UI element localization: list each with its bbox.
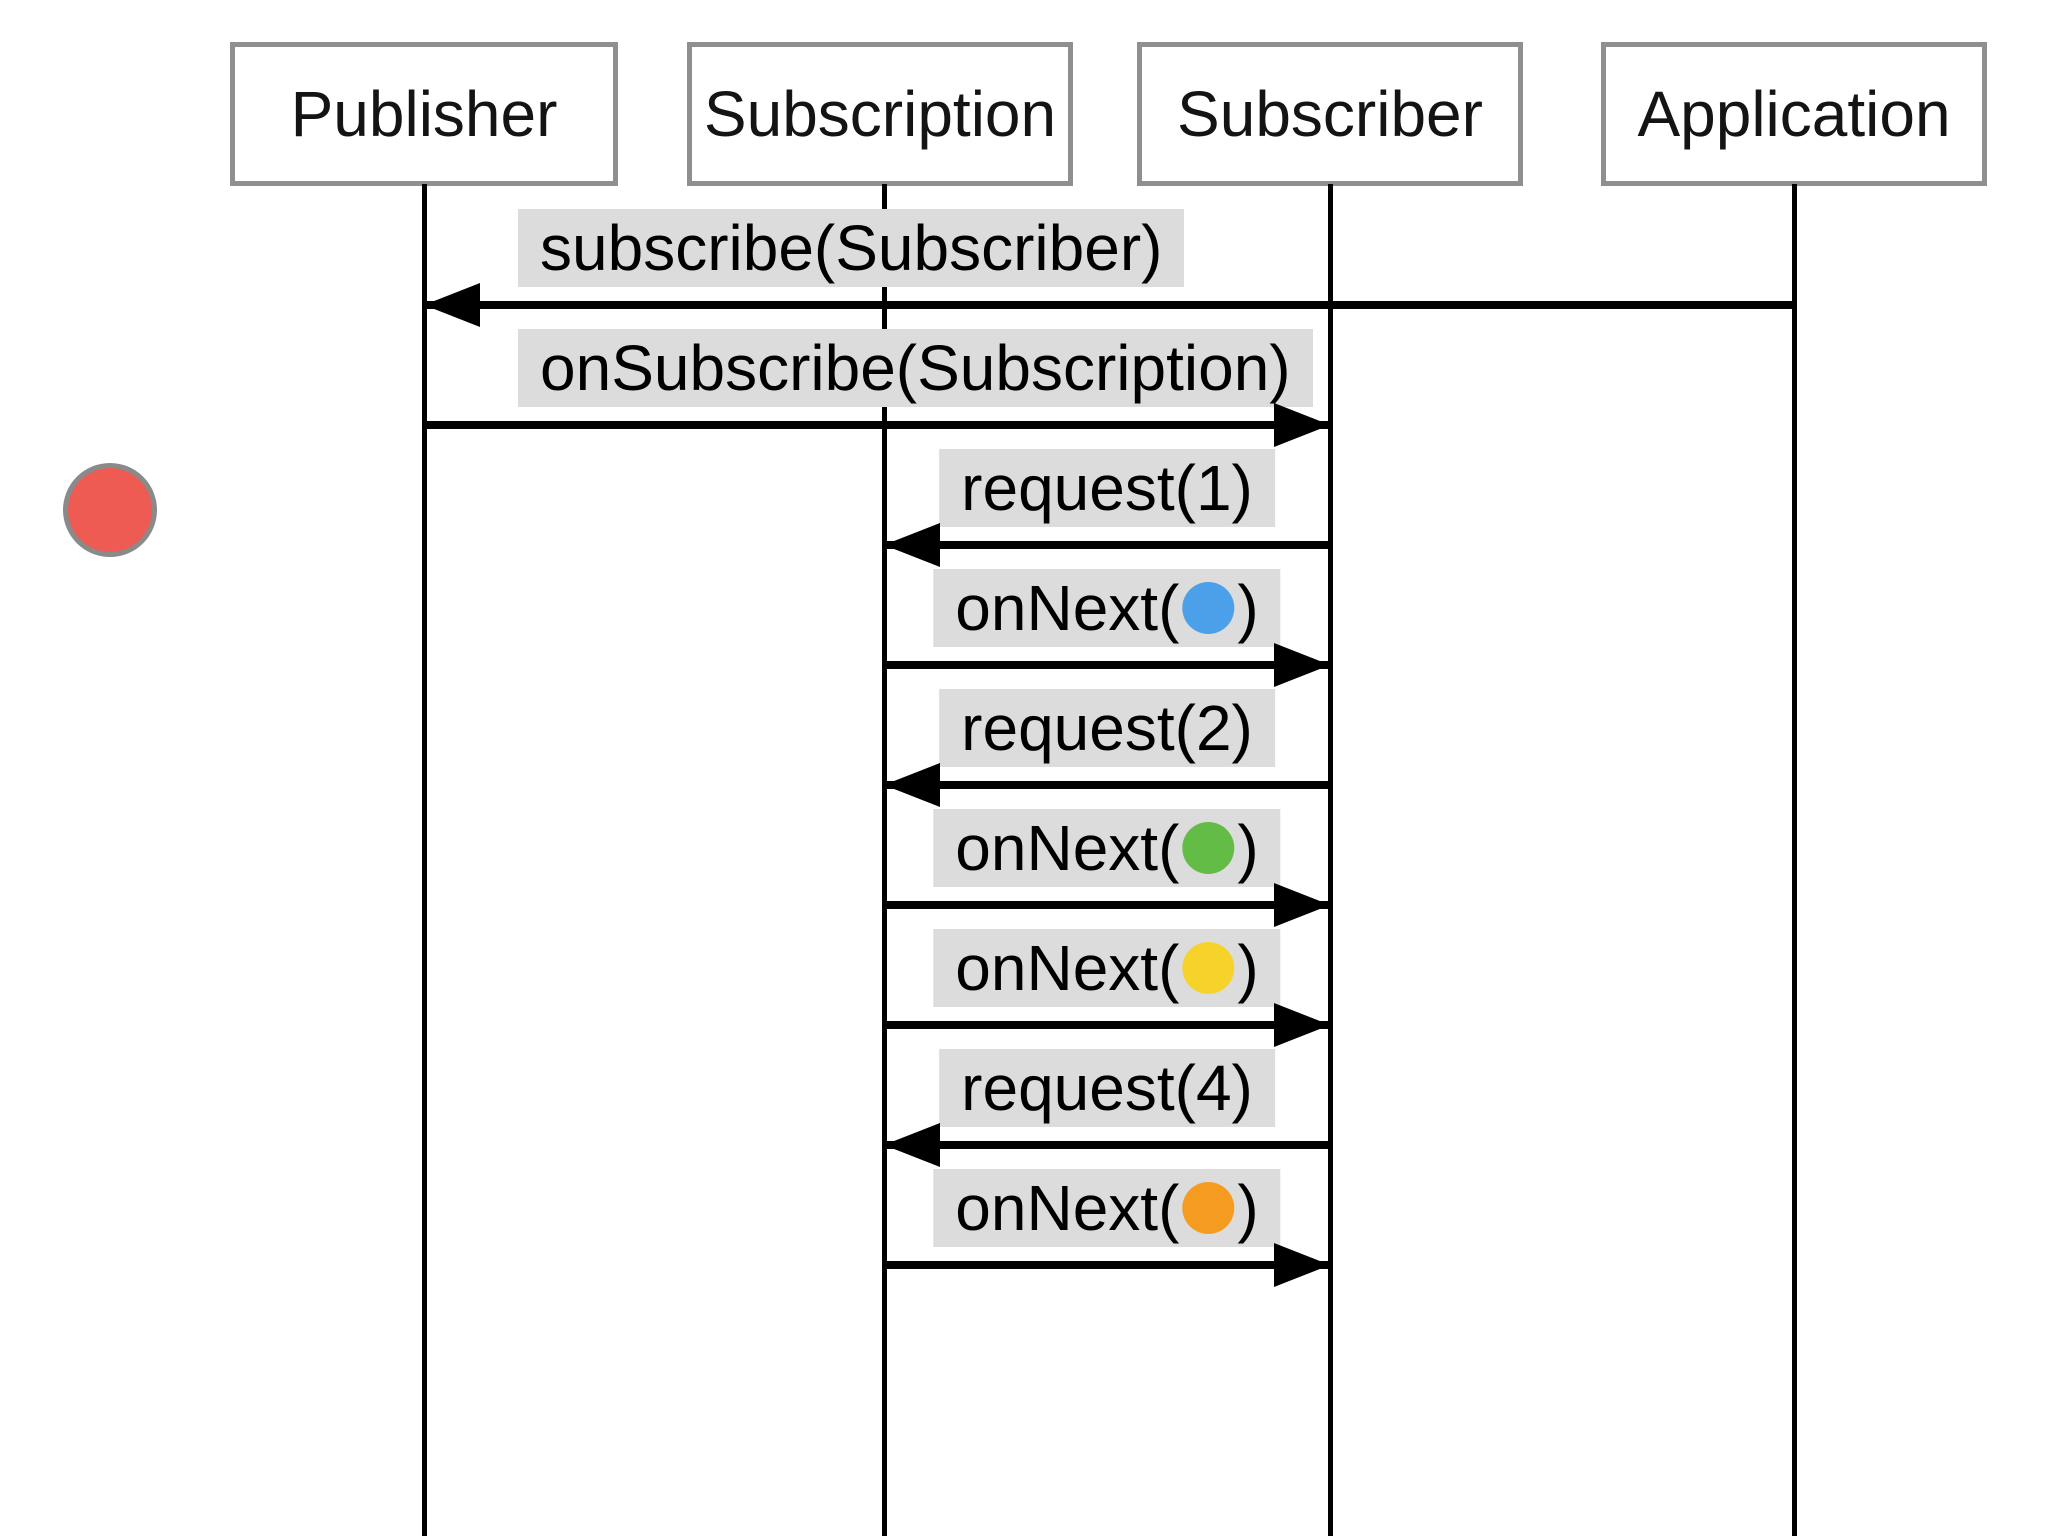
arrowhead-right-icon bbox=[1274, 883, 1330, 927]
message-label-request1: request(1) bbox=[939, 449, 1275, 527]
lifeline-publisher bbox=[422, 184, 427, 1536]
onnext-text: onNext( bbox=[955, 1172, 1180, 1244]
orange-item-dot-icon bbox=[1182, 1182, 1235, 1235]
arrow-request1 bbox=[884, 541, 1330, 549]
onnext-text: onNext( bbox=[955, 932, 1180, 1004]
message-label-subscribe: subscribe(Subscriber) bbox=[518, 209, 1185, 287]
green-item-dot-icon bbox=[1182, 822, 1235, 875]
arrowhead-right-icon bbox=[1274, 643, 1330, 687]
arrow-request2 bbox=[884, 781, 1330, 789]
arrow-subscribe bbox=[424, 301, 1794, 309]
red-item-marker bbox=[63, 463, 157, 557]
onnext-text: ) bbox=[1237, 932, 1259, 1004]
arrowhead-left-icon bbox=[884, 763, 940, 807]
message-label-onnext-green: onNext() bbox=[933, 809, 1281, 887]
arrowhead-left-icon bbox=[884, 1123, 940, 1167]
onnext-text: onNext( bbox=[955, 572, 1180, 644]
lifeline-subscriber bbox=[1328, 184, 1333, 1536]
yellow-item-dot-icon bbox=[1182, 942, 1235, 995]
arrowhead-right-icon bbox=[1274, 1003, 1330, 1047]
arrow-onnext-orange bbox=[884, 1261, 1330, 1269]
message-label-onnext-orange: onNext() bbox=[933, 1169, 1281, 1247]
arrowhead-right-icon bbox=[1274, 403, 1330, 447]
arrowhead-left-icon bbox=[424, 283, 480, 327]
lifeline-application bbox=[1792, 184, 1797, 1536]
onnext-text: ) bbox=[1237, 1172, 1259, 1244]
message-label-onnext-blue: onNext() bbox=[933, 569, 1281, 647]
arrow-onsubscribe bbox=[424, 421, 1330, 429]
message-label-request2: request(2) bbox=[939, 689, 1275, 767]
participant-subscriber: Subscriber bbox=[1137, 42, 1523, 186]
arrowhead-right-icon bbox=[1274, 1243, 1330, 1287]
message-label-onsubscribe: onSubscribe(Subscription) bbox=[518, 329, 1313, 407]
arrow-onnext-blue bbox=[884, 661, 1330, 669]
arrow-request4 bbox=[884, 1141, 1330, 1149]
participant-publisher: Publisher bbox=[230, 42, 618, 186]
onnext-text: onNext( bbox=[955, 812, 1180, 884]
message-label-onnext-yellow: onNext() bbox=[933, 929, 1281, 1007]
message-label-request4: request(4) bbox=[939, 1049, 1275, 1127]
participant-subscription: Subscription bbox=[687, 42, 1073, 186]
arrow-onnext-yellow bbox=[884, 1021, 1330, 1029]
participant-application: Application bbox=[1601, 42, 1987, 186]
onnext-text: ) bbox=[1237, 572, 1259, 644]
lifeline-subscription bbox=[882, 184, 887, 1536]
arrowhead-left-icon bbox=[884, 523, 940, 567]
blue-item-dot-icon bbox=[1182, 582, 1235, 635]
arrow-onnext-green bbox=[884, 901, 1330, 909]
onnext-text: ) bbox=[1237, 812, 1259, 884]
